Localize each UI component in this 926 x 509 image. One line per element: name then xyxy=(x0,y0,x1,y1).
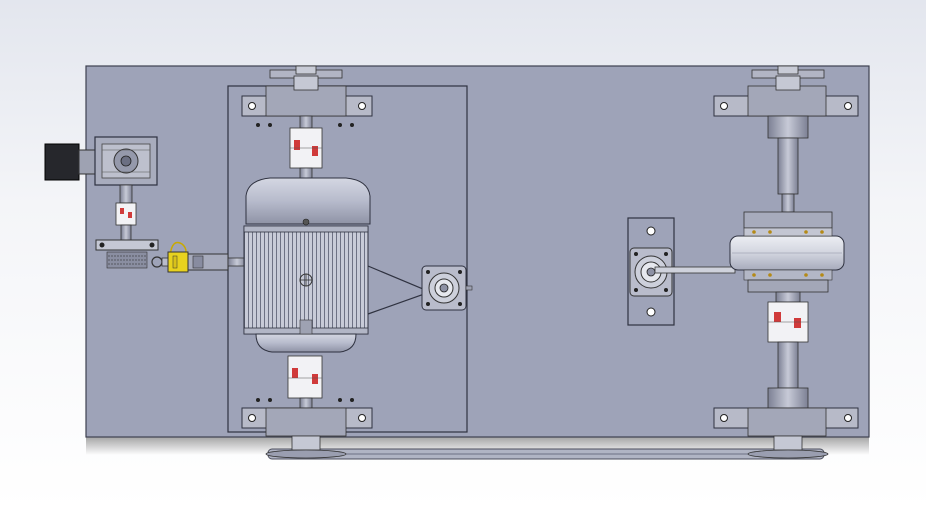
stepper-assembly[interactable] xyxy=(44,136,159,269)
brake-disk[interactable] xyxy=(729,211,845,293)
jaw-coupling-bottom xyxy=(287,355,323,399)
motor-top-bearing xyxy=(241,65,373,129)
right-shaft-assembly[interactable] xyxy=(713,65,859,459)
stepper-motor-icon xyxy=(44,143,80,181)
flange-bearing-left[interactable] xyxy=(421,265,473,311)
drive-belt[interactable] xyxy=(267,448,825,460)
main-motor[interactable] xyxy=(241,65,373,459)
torque-sensor[interactable] xyxy=(151,241,247,273)
small-coupling xyxy=(115,202,137,226)
jaw-coupling-top xyxy=(289,127,323,169)
jaw-coupling-right xyxy=(767,301,809,343)
hatched-plate xyxy=(106,251,148,269)
motor-bottom-bearing xyxy=(241,398,373,459)
sensor-icon xyxy=(167,251,189,273)
output-shaft xyxy=(654,266,736,274)
